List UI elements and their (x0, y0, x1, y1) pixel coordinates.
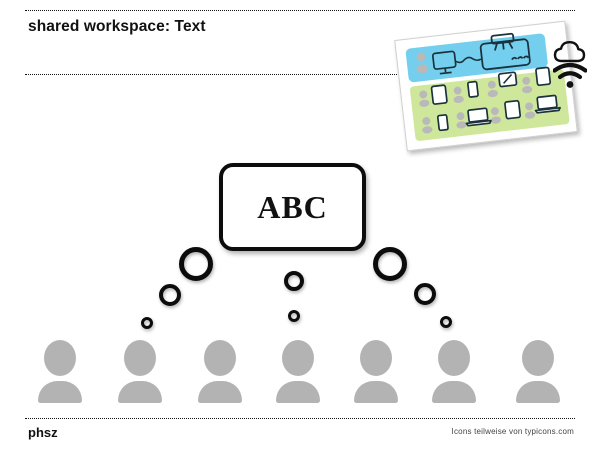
tablet-icon (504, 99, 522, 120)
person-silhouette-icon (432, 340, 476, 403)
thought-ring (179, 247, 213, 281)
person-silhouette-icon (516, 340, 560, 403)
smartphone-icon (436, 114, 449, 132)
person-head (522, 340, 554, 376)
divider-under-title (25, 74, 575, 75)
thought-ring (414, 283, 436, 305)
person-silhouette-icon (416, 52, 426, 62)
person-body (354, 381, 398, 403)
laptop-icon (534, 94, 561, 114)
person-head (282, 340, 314, 376)
person-silhouette-icon (38, 340, 82, 403)
person-body (516, 381, 560, 403)
wifi-icon (553, 63, 587, 88)
person-body (118, 381, 162, 403)
person-head (204, 340, 236, 376)
footer-attribution: Icons teilweise von typicons.com (451, 427, 574, 436)
footer-brand: phsz (28, 425, 58, 440)
person-head (438, 340, 470, 376)
board-text: ABC (257, 188, 328, 225)
person-silhouette-icon (416, 64, 429, 74)
thumbnail-device-icons (416, 32, 561, 134)
person-silhouette-icon (276, 340, 320, 403)
person-body (276, 381, 320, 403)
person-head (124, 340, 156, 376)
person-silhouette-icon (354, 340, 398, 403)
person-head (44, 340, 76, 376)
cable-icon (454, 56, 482, 64)
person-body (198, 381, 242, 403)
thought-ring (284, 271, 304, 291)
smartphone-icon (467, 80, 479, 98)
projector-screen-icon (479, 32, 531, 71)
thought-ring (373, 247, 407, 281)
page-title: shared workspace: Text (28, 18, 206, 35)
stylus-icon (503, 73, 513, 84)
person-body (432, 381, 476, 403)
thought-ring (141, 317, 153, 329)
thought-ring (288, 310, 300, 322)
desktop-computer-icon (431, 50, 457, 75)
tablet-icon (430, 84, 448, 105)
classroom-setup-thumbnail (394, 20, 578, 152)
person-silhouette-icon (198, 340, 242, 403)
divider-footer (25, 418, 575, 419)
thought-ring (159, 284, 181, 306)
laptop-icon (465, 107, 492, 127)
tablet-icon (535, 66, 552, 87)
thumbnail-card-frame (394, 20, 578, 152)
person-silhouette-icon (118, 340, 162, 403)
shared-workspace-board[interactable]: ABC (219, 163, 366, 251)
person-body (38, 381, 82, 403)
cloud-icon (553, 41, 586, 63)
divider-top (25, 10, 575, 11)
thought-ring (440, 316, 452, 328)
person-head (360, 340, 392, 376)
